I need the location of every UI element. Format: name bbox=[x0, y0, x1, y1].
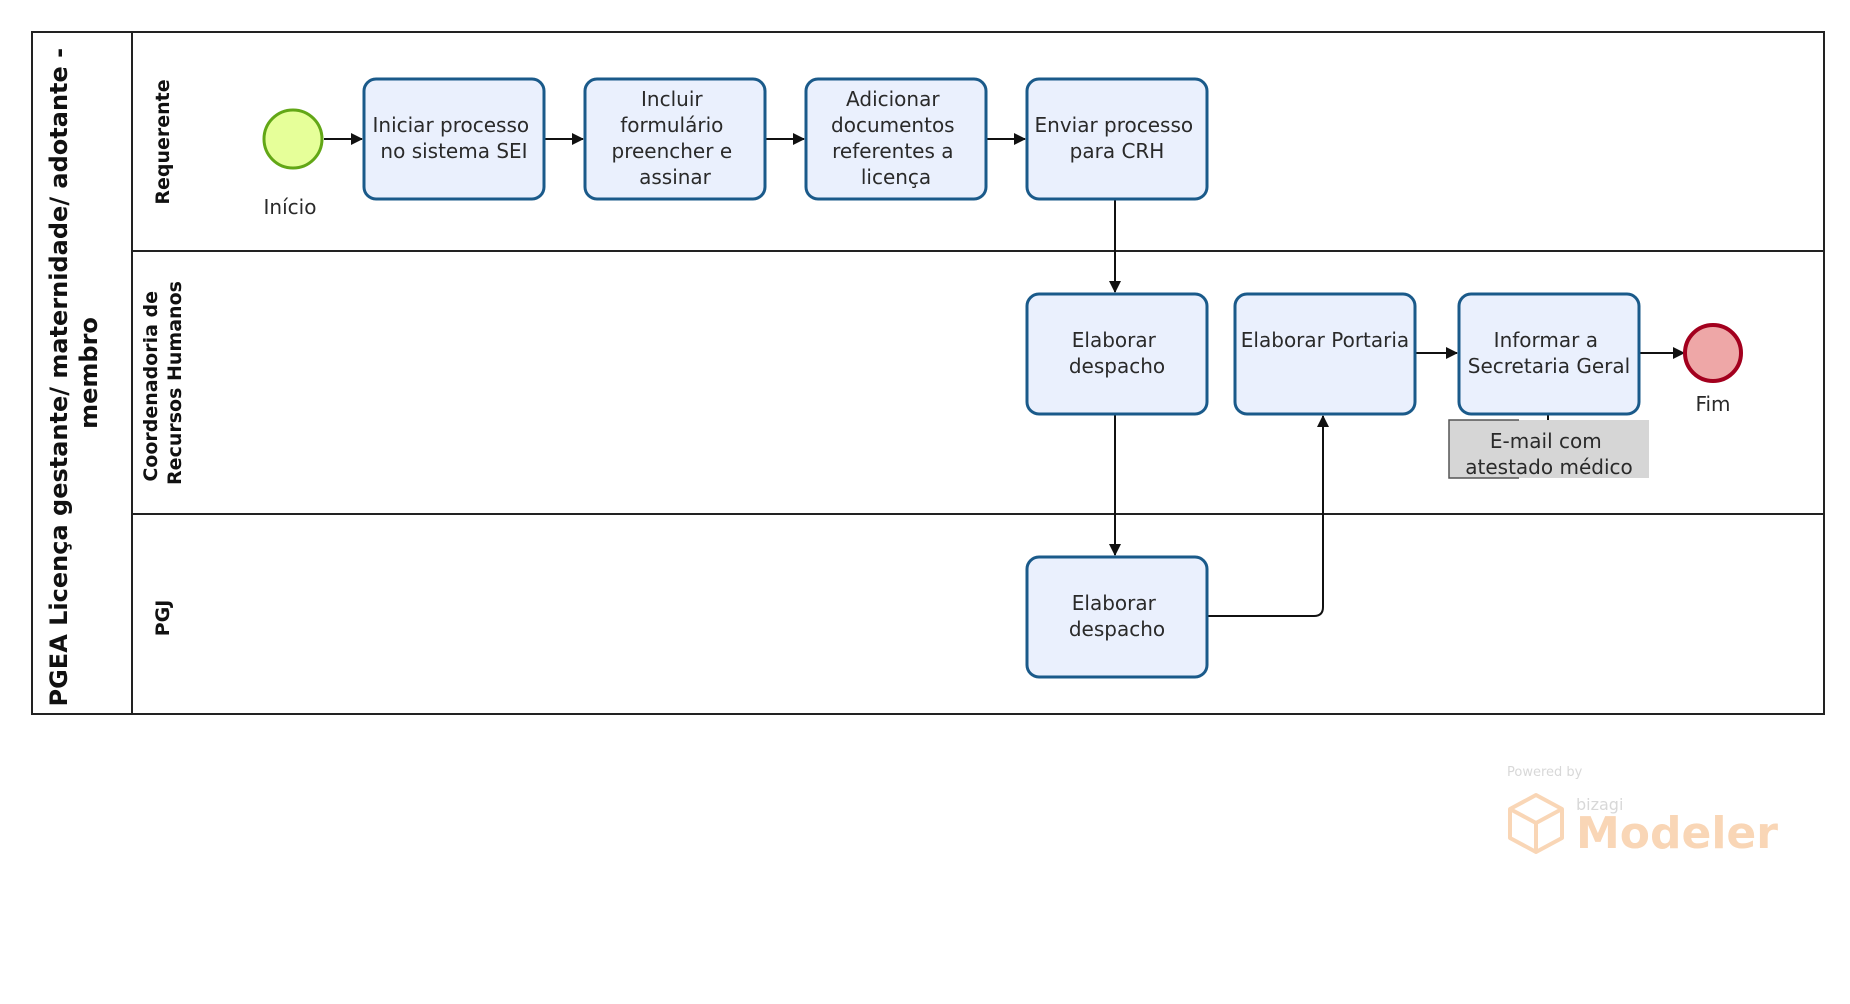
task-label: Informar a Secretaria Geral bbox=[1468, 328, 1630, 378]
lane-pgj: PGJ bbox=[152, 600, 174, 637]
task-box[interactable] bbox=[1457, 292, 1641, 416]
lane-label-requerente: Requerente bbox=[152, 79, 174, 204]
task-elaborar-despacho-pgj[interactable]: Elaborar despacho bbox=[1025, 555, 1209, 679]
task-informar-secretaria[interactable]: Informar a Secretaria Geral bbox=[1457, 292, 1641, 416]
task-box[interactable] bbox=[583, 77, 767, 201]
task-incluir-formulario[interactable]: Incluir formulário preencher e assinar bbox=[583, 77, 767, 201]
task-box[interactable] bbox=[1025, 77, 1209, 201]
task-elaborar-despacho-crh[interactable]: Elaborar despacho bbox=[1025, 292, 1209, 416]
task-box[interactable] bbox=[1025, 555, 1209, 679]
pool: PGEA Licença gestante/ maternidade/ adot… bbox=[31, 31, 1825, 715]
pool-title-line-1: PGEA Licença gestante/ maternidade/ adot… bbox=[45, 48, 73, 707]
task-label: Adicionar documentos referentes a licenç… bbox=[831, 87, 961, 189]
task-label: Elaborar despacho bbox=[1069, 591, 1165, 641]
task-label: Iniciar processo no sistema SEI bbox=[373, 113, 536, 163]
end-event[interactable]: Fim bbox=[1683, 323, 1743, 416]
end-event-label: Fim bbox=[1695, 392, 1730, 416]
pool-title-line-2: membro bbox=[75, 317, 103, 429]
lane-crh: Coordenadoria de Recursos Humanos bbox=[140, 281, 186, 485]
lane-label-crh: Coordenadoria de Recursos Humanos bbox=[140, 281, 186, 485]
task-adicionar-documentos[interactable]: Adicionar documentos referentes a licenç… bbox=[804, 77, 988, 201]
task-box[interactable] bbox=[1233, 292, 1417, 416]
bizagi-logo-icon bbox=[1508, 793, 1564, 854]
task-label: Enviar processo para CRH bbox=[1035, 113, 1200, 163]
watermark-product: Modeler bbox=[1576, 808, 1778, 859]
task-box[interactable] bbox=[1025, 292, 1209, 416]
lane-label-pgj: PGJ bbox=[152, 600, 174, 637]
annotation-label: E-mail com atestado médico bbox=[1465, 429, 1632, 479]
task-label: Incluir formulário preencher e assinar bbox=[612, 87, 739, 189]
annotation-box[interactable] bbox=[1449, 420, 1649, 478]
annotation-bracket bbox=[1448, 419, 1519, 479]
watermark-powered-by: Powered by bbox=[1507, 765, 1583, 780]
task-label: Elaborar Portaria bbox=[1241, 328, 1409, 352]
pool-title: PGEA Licença gestante/ maternidade/ adot… bbox=[45, 40, 103, 707]
sequence-flows bbox=[324, 133, 1685, 617]
start-event-circle[interactable] bbox=[262, 108, 324, 170]
task-iniciar-processo[interactable]: Iniciar processo no sistema SEI bbox=[362, 77, 546, 201]
text-annotation[interactable]: E-mail com atestado médico bbox=[1448, 419, 1649, 479]
pool-border bbox=[31, 31, 1825, 715]
end-event-circle[interactable] bbox=[1683, 323, 1743, 383]
watermark-brand: bizagi bbox=[1576, 795, 1623, 814]
bizagi-watermark: Powered by bizagi Modeler bbox=[1507, 765, 1778, 859]
start-event-label: Início bbox=[264, 195, 317, 219]
start-event[interactable]: Início bbox=[262, 108, 324, 219]
task-box[interactable] bbox=[804, 77, 988, 201]
task-elaborar-portaria[interactable]: Elaborar Portaria bbox=[1233, 292, 1417, 416]
lane-requerente: Requerente bbox=[152, 79, 174, 204]
flow-task8-to-task6 bbox=[1207, 415, 1329, 617]
task-label: Elaborar despacho bbox=[1069, 328, 1165, 378]
task-enviar-processo[interactable]: Enviar processo para CRH bbox=[1025, 77, 1209, 201]
task-box[interactable] bbox=[362, 77, 546, 201]
